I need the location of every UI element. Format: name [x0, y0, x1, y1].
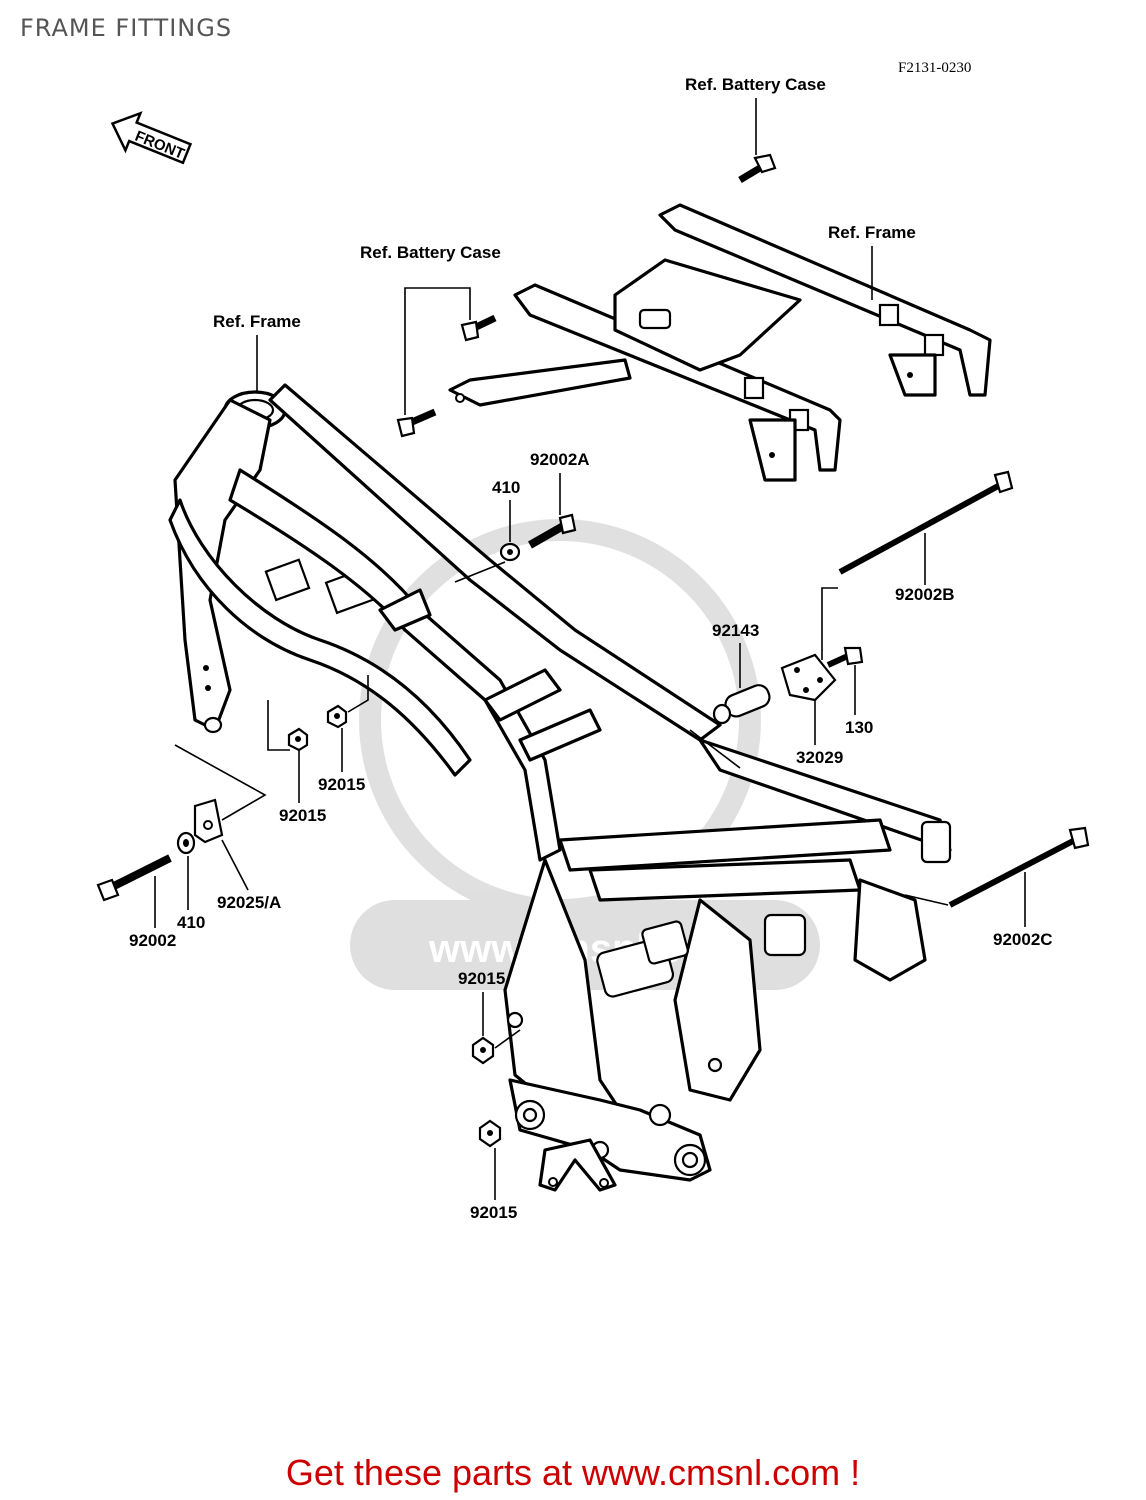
front-arrow-icon: FRONT [110, 111, 193, 165]
bolt-92002a [528, 513, 577, 549]
label-ref-battery-case-top: Ref. Battery Case [685, 75, 826, 94]
bolt-battery-case-mid-upper [460, 314, 497, 342]
bolt-battery-case-mid-lower [396, 408, 437, 438]
main-frame [168, 383, 952, 1192]
nut-92015-d [478, 1119, 502, 1148]
upper-subframe [448, 203, 992, 482]
bracket-32029 [780, 653, 837, 702]
label-130: 130 [845, 718, 873, 737]
washer-410-top [499, 542, 521, 562]
label-92002b: 92002B [895, 585, 955, 604]
label-ref-frame-left: Ref. Frame [213, 312, 301, 331]
label-92015-d: 92015 [470, 1203, 517, 1222]
bolt-92002b [838, 470, 1014, 575]
bolt-92002c [948, 826, 1090, 908]
page-title: FRAME FITTINGS [20, 14, 233, 42]
bolt-130 [826, 646, 864, 668]
label-92002: 92002 [129, 931, 176, 950]
label-92015-b: 92015 [279, 806, 326, 825]
nut-92015-c [471, 1036, 495, 1065]
bolt-92002 [96, 854, 172, 902]
label-ref-battery-case-mid: Ref. Battery Case [360, 243, 501, 262]
label-410-top: 410 [492, 478, 520, 497]
washer-410-left [176, 831, 196, 855]
plate-92025a [193, 798, 224, 844]
label-92143: 92143 [712, 621, 759, 640]
nut-92015-b [287, 727, 309, 752]
bolt-battery-case-top [738, 153, 777, 184]
label-ref-frame-top: Ref. Frame [828, 223, 916, 242]
diagram-code: F2131-0230 [898, 60, 971, 76]
label-92002c: 92002C [993, 930, 1053, 949]
label-32029: 32029 [796, 748, 843, 767]
label-92025a: 92025/A [217, 893, 281, 912]
label-92015-c: 92015 [458, 969, 505, 988]
label-92002a: 92002A [530, 450, 590, 469]
label-410-left: 410 [177, 913, 205, 932]
footer-link[interactable]: Get these parts at www.cmsnl.com ! [285, 1452, 861, 1493]
collar-92143 [712, 684, 771, 725]
nut-92015-a [326, 704, 348, 729]
label-92015-a: 92015 [318, 775, 365, 794]
